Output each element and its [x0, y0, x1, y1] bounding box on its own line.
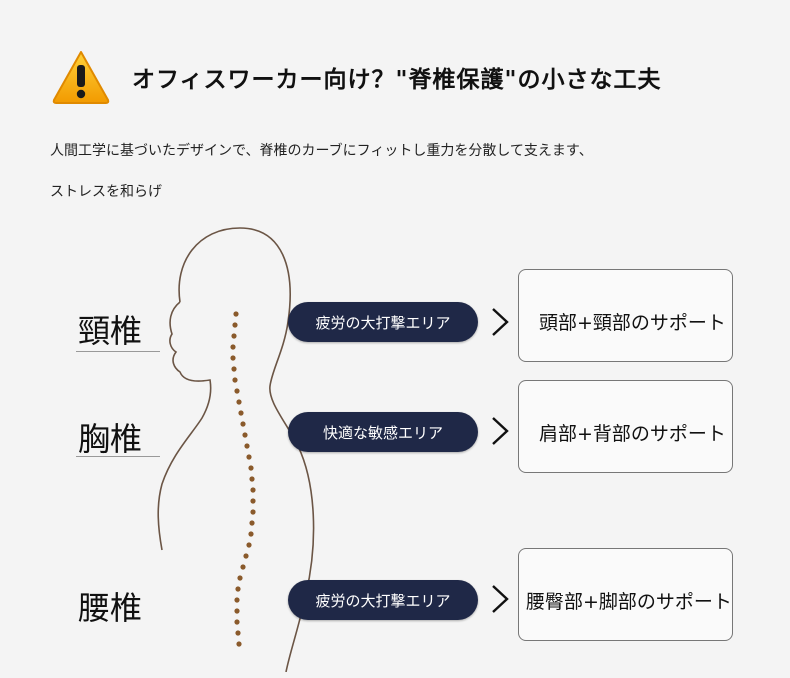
area-pill-lumbar: 疲労の大打撃エリア — [288, 580, 478, 620]
description-line-1: 人間工学に基づいたデザインで、脊椎のカーブにフィットし重力を分散して支えます、 — [50, 143, 593, 159]
label-underline — [76, 456, 160, 457]
page-title: オフィスワーカー向け？"脊椎保護"の小さな工夫 — [132, 67, 662, 93]
support-box-cervical: 頭部+頸部のサポート — [518, 269, 733, 362]
support-box-lumbar: 腰臀部+脚部のサポート — [518, 548, 733, 641]
area-pill-cervical: 疲労の大打撃エリア — [288, 302, 478, 342]
vertebra-label-thoracic: 胸椎 — [78, 420, 143, 458]
label-underline — [76, 351, 160, 352]
chevron-right-icon — [488, 305, 512, 339]
support-text: 頭部+頸部のサポート — [539, 312, 726, 334]
support-box-thoracic: 肩部+背部のサポート — [518, 380, 733, 473]
vertebra-label-lumbar: 腰椎 — [78, 589, 143, 627]
chevron-right-icon — [488, 582, 512, 616]
support-text: 腰臀部+脚部のサポート — [526, 591, 732, 613]
support-text: 肩部+背部のサポート — [539, 423, 726, 445]
chevron-right-icon — [488, 414, 512, 448]
warning-icon — [50, 48, 112, 106]
spine-dots — [230, 311, 256, 647]
area-pill-thoracic: 快適な敏感エリア — [288, 412, 478, 452]
vertebra-label-cervical: 頸椎 — [78, 312, 143, 350]
description-line-2: ストレスを和らげ — [50, 184, 162, 200]
